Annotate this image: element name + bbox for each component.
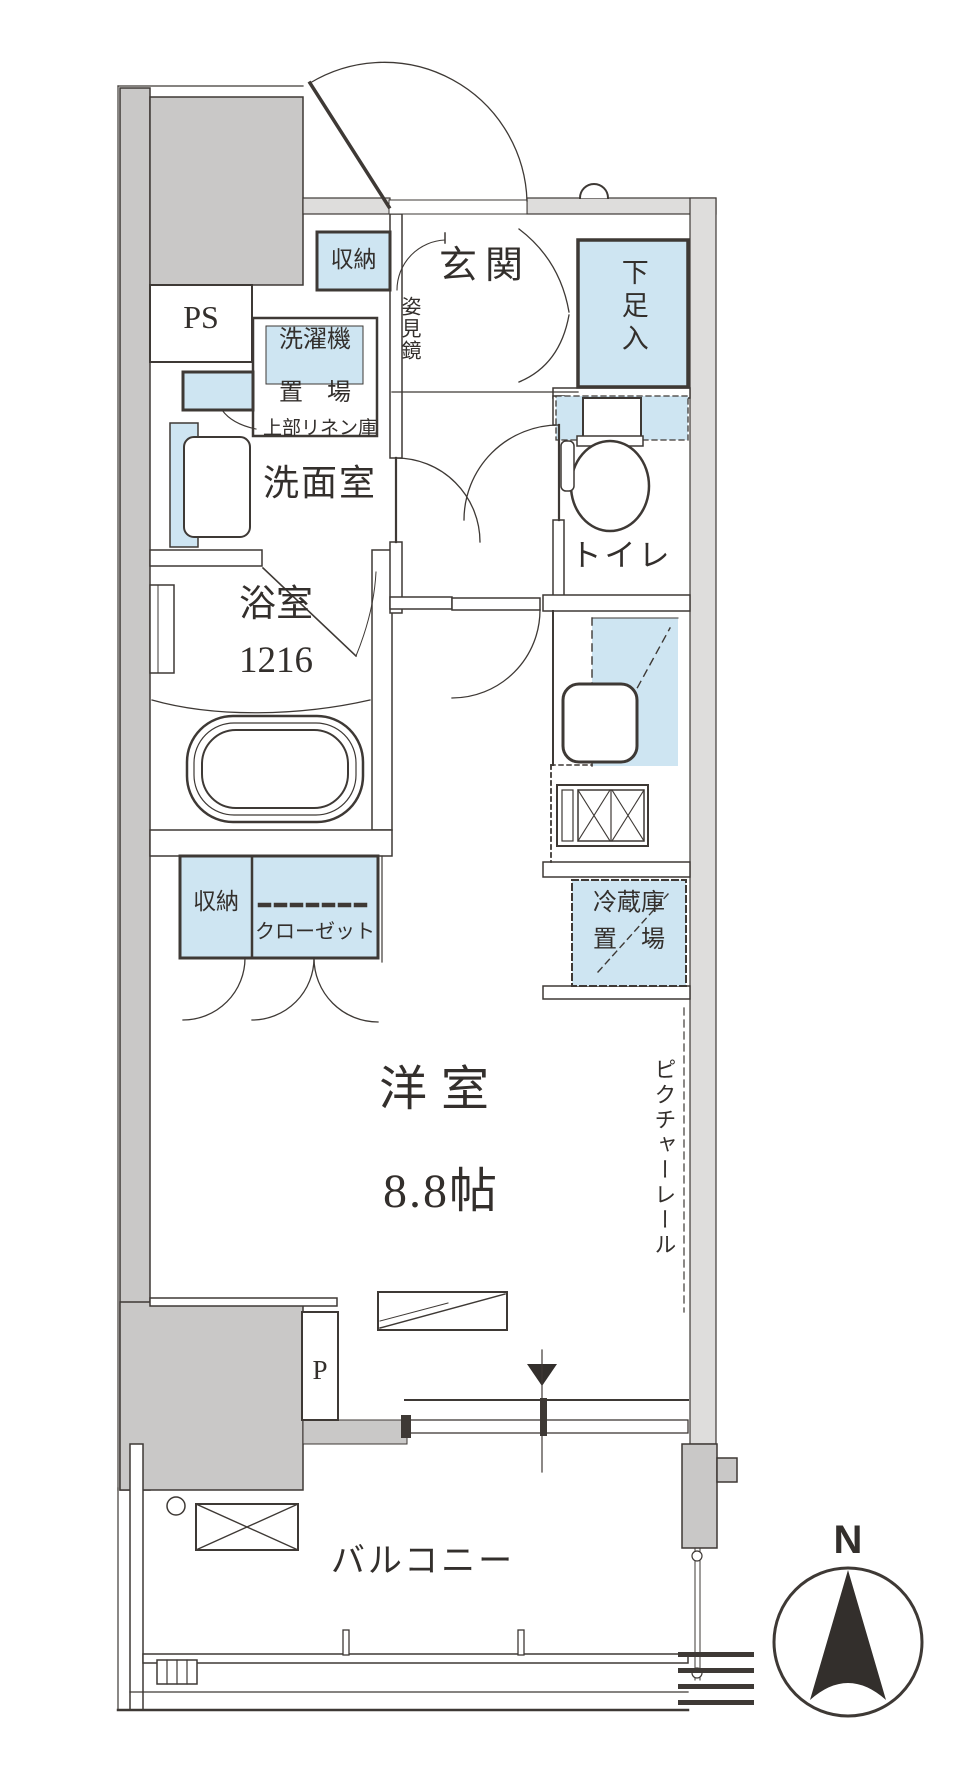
label-bath: 浴室 bbox=[239, 584, 313, 625]
bathroom-fixtures bbox=[149, 566, 377, 824]
bath-counter bbox=[149, 584, 175, 674]
shoe-door-arc-upper bbox=[518, 228, 570, 313]
label-room-size: 8.8帖 bbox=[382, 1165, 499, 1218]
entrance-door-sill bbox=[388, 199, 528, 215]
wall-sill-band bbox=[302, 1419, 408, 1445]
entrance bbox=[307, 61, 690, 393]
bath-floor-line bbox=[151, 699, 371, 714]
compass-needle-icon bbox=[810, 1570, 886, 1700]
wall-top-band-right bbox=[526, 197, 717, 215]
label-fridge-line1: 冷蔵庫 bbox=[593, 890, 665, 916]
label-bath-size: 1216 bbox=[239, 640, 313, 681]
storage-door-arc bbox=[396, 239, 446, 291]
label-linen: 上部リネン庫 bbox=[262, 418, 377, 439]
shoe-cabinet-box bbox=[576, 238, 690, 389]
closet-fixtures bbox=[178, 854, 383, 1023]
toilet-door-arc bbox=[463, 424, 560, 521]
label-washer-line2: 置 場 bbox=[279, 380, 351, 406]
toilet-tank bbox=[582, 397, 642, 439]
washroom-door-arc bbox=[395, 457, 481, 543]
label-washer-line1: 洗濯機 bbox=[279, 327, 351, 353]
closet-door-arc-2 bbox=[251, 957, 315, 1021]
toilet-bowl bbox=[569, 439, 651, 533]
storage-upper-box bbox=[315, 230, 392, 292]
label-toilet: トイレ bbox=[570, 538, 673, 573]
structural-walls bbox=[117, 85, 738, 1549]
closet-door-arc-3 bbox=[313, 957, 379, 1023]
label-balcony: バルコニー bbox=[330, 1543, 516, 1580]
toilet-fixtures bbox=[463, 395, 689, 533]
balcony-railing bbox=[142, 1653, 689, 1664]
room-door-leaf bbox=[451, 597, 541, 611]
fridge-space-box bbox=[571, 879, 687, 987]
room-door-arc bbox=[451, 609, 541, 699]
entrance-door-leaf bbox=[307, 80, 392, 210]
bath-door-arc bbox=[355, 571, 377, 657]
window-mullion bbox=[540, 1398, 547, 1436]
wall-topleft-block bbox=[149, 96, 304, 286]
label-pillar: P bbox=[312, 1355, 328, 1385]
kitchen-sink bbox=[561, 682, 639, 764]
partition-walls bbox=[149, 213, 691, 1307]
compass bbox=[772, 1566, 924, 1718]
washer-pan-inner bbox=[265, 325, 364, 385]
label-shoe-cabinet: 下足入 bbox=[617, 258, 648, 357]
label-compass-north: N bbox=[833, 1518, 863, 1562]
label-storage-lower: 収納 bbox=[193, 889, 239, 914]
closet-door-arc-1 bbox=[182, 957, 246, 1021]
label-mirror: 姿見鏡 bbox=[398, 296, 420, 362]
bathtub bbox=[185, 714, 365, 824]
label-ps: PS bbox=[183, 299, 219, 335]
linen-leader-line bbox=[221, 409, 257, 430]
drain-circle bbox=[166, 1496, 186, 1516]
wall-top-band-left bbox=[302, 197, 391, 215]
wall-right-band bbox=[689, 197, 717, 1445]
label-picture-rail: ピクチャーレール bbox=[651, 1058, 677, 1258]
stove bbox=[556, 784, 649, 847]
pillar-right-bottom bbox=[681, 1443, 718, 1549]
kitchen-fixtures bbox=[451, 597, 687, 987]
label-storage-upper: 収納 bbox=[330, 247, 377, 272]
entrance-door-arc bbox=[309, 61, 528, 202]
linen-cabinet-box bbox=[181, 370, 255, 412]
label-washroom: 洗面室 bbox=[262, 463, 377, 503]
pillar-right-arm bbox=[716, 1457, 738, 1483]
label-room: 洋室 bbox=[378, 1063, 503, 1116]
bath-door-leaf bbox=[261, 566, 358, 658]
vanity-counter bbox=[183, 436, 251, 538]
label-fridge-line2: 置 場 bbox=[593, 927, 665, 953]
wall-left-band bbox=[119, 87, 151, 1491]
shoe-door-arc-lower bbox=[518, 314, 570, 383]
washroom-fixtures bbox=[169, 316, 481, 548]
balcony-left-wall bbox=[129, 1443, 144, 1711]
label-genkan: 玄関 bbox=[438, 245, 531, 287]
wall-bottomleft-block bbox=[119, 1301, 304, 1491]
balcony-structure bbox=[116, 1443, 754, 1712]
doorbell-icon bbox=[578, 183, 610, 200]
label-closet: クローゼット bbox=[255, 921, 375, 943]
ps-box bbox=[149, 284, 253, 363]
pillar-box bbox=[301, 1311, 339, 1421]
main-room bbox=[301, 1007, 689, 1473]
